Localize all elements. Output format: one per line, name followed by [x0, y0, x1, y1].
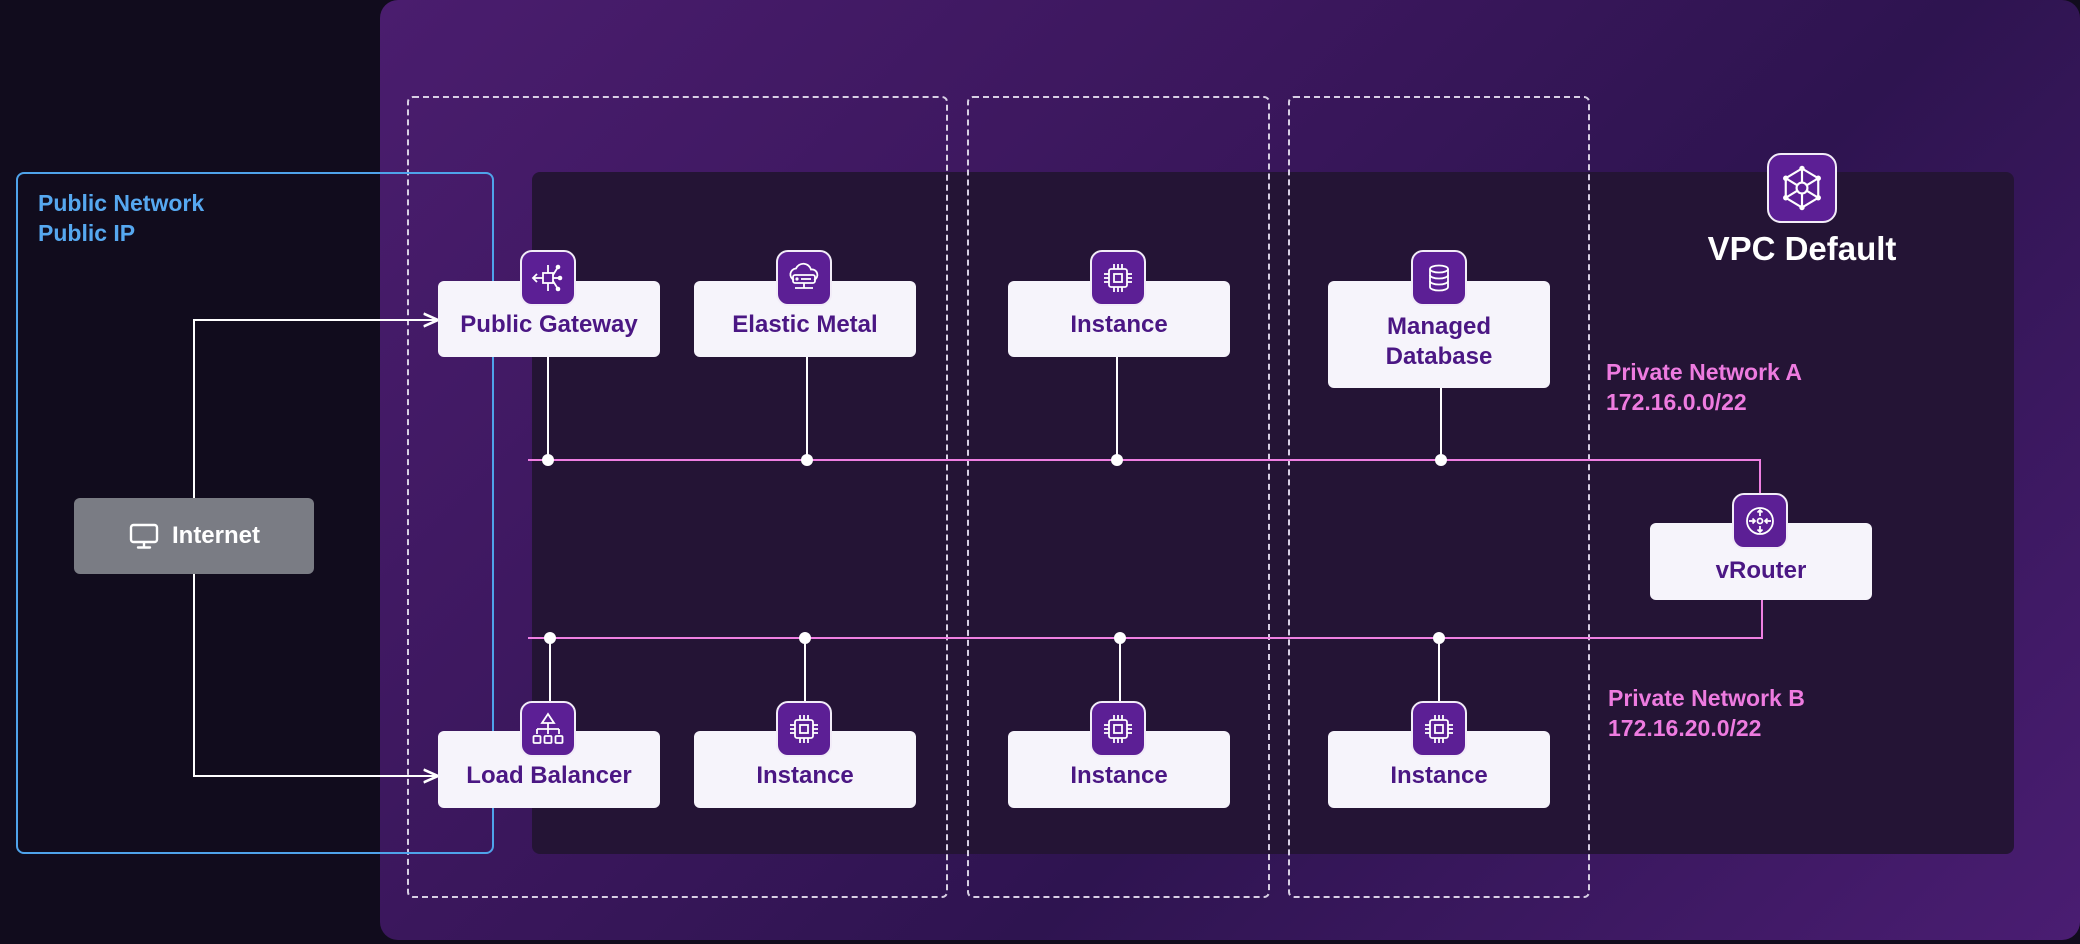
private-network-b-cidr: 172.16.20.0/22	[1608, 715, 1762, 741]
load-balancer-icon	[532, 712, 564, 744]
internet-label: Internet	[171, 522, 260, 549]
public-network-label: Public Network	[38, 190, 205, 216]
vrouter-label: vRouter	[1715, 556, 1807, 584]
public-ip-label: Public IP	[38, 220, 136, 246]
elastic-metal-icon	[789, 262, 819, 289]
private-network-b-name: Private Network B	[1608, 685, 1805, 711]
managed-database-label-line1: Managed	[1386, 312, 1491, 340]
vpc-title: VPC Default	[1707, 230, 1897, 267]
instance-b3-badge	[1411, 701, 1467, 757]
load-balancer-badge	[520, 701, 576, 757]
internet-node[interactable]: Internet	[74, 498, 314, 574]
instance-b3-label: Instance	[1390, 761, 1488, 789]
instance-b2-label: Instance	[1070, 761, 1168, 789]
cpu-icon	[1104, 715, 1132, 743]
instance-a2-badge	[1090, 250, 1146, 306]
private-network-a-cidr: 172.16.0.0/22	[1606, 389, 1747, 415]
elastic-metal-label: Elastic Metal	[732, 311, 878, 338]
vpc-network-icon	[1783, 165, 1821, 211]
instance-b1-label: Instance	[756, 761, 854, 789]
public-gateway-badge	[520, 250, 576, 306]
managed-database-badge	[1411, 250, 1467, 306]
managed-database-node[interactable]: Managed Database	[1328, 281, 1550, 388]
vpc-badge	[1767, 153, 1837, 223]
instance-a2-label: Instance	[1070, 311, 1168, 338]
cpu-icon	[1104, 264, 1132, 292]
vrouter-badge	[1732, 493, 1788, 549]
monitor-icon	[129, 523, 159, 549]
cpu-icon	[1425, 715, 1453, 743]
database-icon	[1429, 264, 1449, 292]
public-network-area	[16, 172, 494, 854]
public-gateway-label: Public Gateway	[460, 311, 638, 338]
elastic-metal-badge	[776, 250, 832, 306]
managed-database-label-line2: Database	[1385, 342, 1493, 370]
instance-b2-node[interactable]: Instance	[1008, 731, 1230, 808]
public-gateway-icon	[531, 264, 563, 292]
private-network-a-name: Private Network A	[1606, 359, 1802, 385]
instance-b2-badge	[1090, 701, 1146, 757]
router-icon	[1746, 507, 1774, 535]
load-balancer-label: Load Balancer	[466, 761, 632, 789]
cpu-icon	[790, 715, 818, 743]
instance-b1-badge	[776, 701, 832, 757]
